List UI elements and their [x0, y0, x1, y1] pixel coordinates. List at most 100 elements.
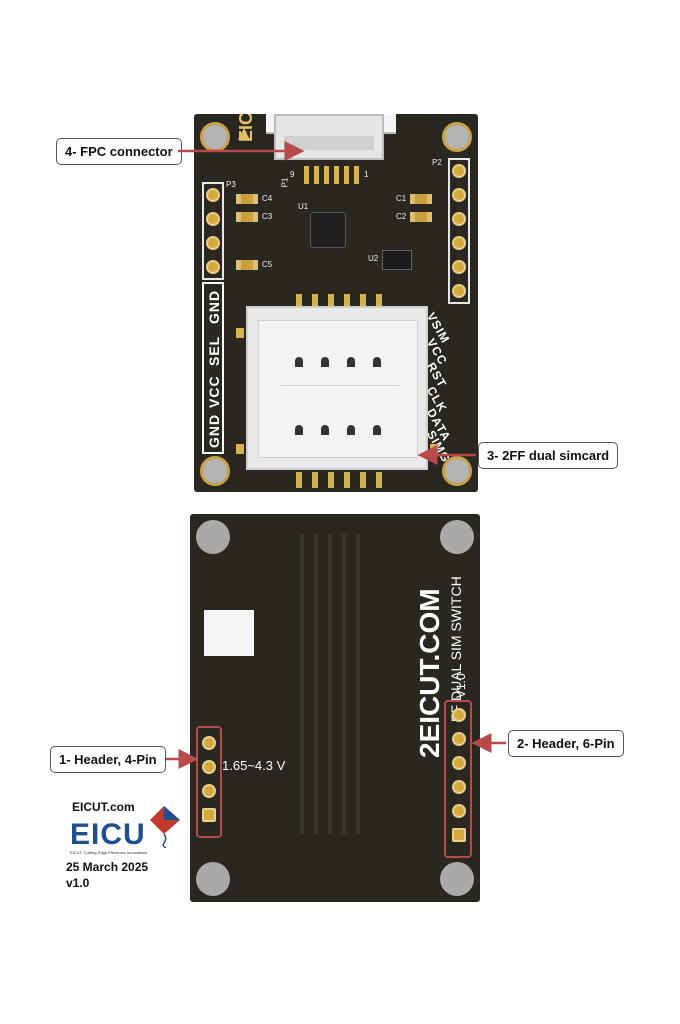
- pcb-trace: [314, 534, 318, 834]
- logo-block: EICUT.com EICU EICUT, Cutting-Edge Elect…: [60, 800, 190, 890]
- designator-c5: C5: [262, 260, 273, 269]
- label-area: [204, 610, 254, 656]
- sim-holder-pin: [312, 294, 318, 310]
- mounting-hole: [440, 862, 474, 896]
- sim-contact-hole: [373, 425, 381, 435]
- capacitor-c4: [236, 194, 258, 204]
- pcb-trace: [342, 534, 346, 834]
- capacitor-c1: [410, 194, 432, 204]
- header-pad: [452, 188, 466, 202]
- pcb-trace: [356, 534, 360, 834]
- sim-holder-pin: [328, 472, 334, 488]
- sim-divider: [281, 385, 399, 386]
- header-pad: [452, 732, 466, 746]
- dual-sim-card-holder: [246, 306, 428, 470]
- header-pad: [452, 260, 466, 274]
- sim-holder-tab: [236, 328, 244, 338]
- sim-holder-pin: [296, 472, 302, 488]
- mounting-hole: [196, 520, 230, 554]
- mounting-hole: [440, 520, 474, 554]
- sim-contact-hole: [347, 357, 355, 367]
- kite-icon: [238, 128, 250, 140]
- designator-u2: U2: [368, 254, 379, 263]
- sim-holder-pin: [312, 472, 318, 488]
- designator-pin1: 1: [364, 170, 369, 179]
- board-bottom-view: 2EICUT.COM FF DUAL SIM SWITCH V1.0 1.65~…: [190, 514, 480, 902]
- fpc-pin: [324, 166, 329, 184]
- header-pad: [206, 236, 220, 250]
- designator-pin9: 9: [290, 170, 295, 179]
- header-pad: [452, 236, 466, 250]
- designator-p2: P2: [432, 158, 442, 167]
- sim-holder-pin: [344, 294, 350, 310]
- designator-c2: C2: [396, 212, 407, 221]
- mounting-hole: [442, 456, 472, 486]
- sim-holder-pin: [344, 472, 350, 488]
- sim-contact-hole: [295, 357, 303, 367]
- sim-holder-tab: [236, 444, 244, 454]
- mounting-hole: [200, 122, 230, 152]
- header-pad: [452, 804, 466, 818]
- header-pad: [206, 212, 220, 226]
- kite-logo-icon: [150, 806, 180, 848]
- fpc-pin: [344, 166, 349, 184]
- header-pad: [206, 188, 220, 202]
- designator-c4: C4: [262, 194, 273, 203]
- ic-u1: [310, 212, 346, 248]
- fpc-pin: [304, 166, 309, 184]
- logo-version: v1.0: [66, 876, 90, 890]
- fpc-slot: [284, 136, 374, 150]
- left-label-box: [202, 282, 224, 454]
- mounting-hole: [200, 456, 230, 486]
- designator-p3: P3: [226, 180, 236, 189]
- header-pad: [452, 164, 466, 178]
- header-pad-square: [202, 808, 216, 822]
- designator-c1: C1: [396, 194, 407, 203]
- header-pad: [452, 756, 466, 770]
- pcb-trace: [300, 534, 304, 834]
- ic-u2: [382, 250, 412, 270]
- board-top-view: EICU 9 1 P1 P3 GND VCC SEL GND C4 C3 C5 …: [194, 114, 478, 492]
- capacitor-c3: [236, 212, 258, 222]
- sim-holder-pin: [360, 472, 366, 488]
- header-pad-square: [452, 828, 466, 842]
- sim-holder-pin: [376, 472, 382, 488]
- sim-contact-hole: [321, 357, 329, 367]
- logo-mark: EICU: [70, 818, 146, 851]
- voltage-range: 1.65~4.3 V: [222, 758, 286, 773]
- logo-date: 25 March 2025: [66, 860, 149, 874]
- sim-holder-inner: [258, 320, 418, 458]
- sim-contact-hole: [295, 425, 303, 435]
- sim-holder-pin: [376, 294, 382, 310]
- pcb-trace: [328, 534, 332, 834]
- mounting-hole: [442, 122, 472, 152]
- callout-header-6pin: 2- Header, 6-Pin: [508, 730, 624, 757]
- callout-header-4pin: 1- Header, 4-Pin: [50, 746, 166, 773]
- callout-simcard: 3- 2FF dual simcard: [478, 442, 619, 469]
- callout-fpc-connector: 4- FPC connector: [56, 138, 182, 165]
- header-6pin-highlight: [444, 700, 472, 858]
- designator-c3: C3: [262, 212, 273, 221]
- sim-holder-pin: [360, 294, 366, 310]
- logo-site: EICUT.com: [72, 800, 135, 814]
- fpc-pin: [314, 166, 319, 184]
- header-pad: [202, 760, 216, 774]
- header-4pin-highlight: [196, 726, 222, 838]
- sim-contact-hole: [321, 425, 329, 435]
- sim-holder-pin: [328, 294, 334, 310]
- header-pad: [452, 284, 466, 298]
- header-pad: [452, 708, 466, 722]
- header-pad: [452, 212, 466, 226]
- fpc-pin: [354, 166, 359, 184]
- fpc-pin: [334, 166, 339, 184]
- header-4pin-top: [202, 182, 224, 280]
- header-pad: [202, 784, 216, 798]
- capacitor-c2: [410, 212, 432, 222]
- sim-contact-hole: [347, 425, 355, 435]
- header-6pin-top: [448, 158, 470, 304]
- capacitor-c5: [236, 260, 258, 270]
- header-pad: [206, 260, 220, 274]
- mounting-hole: [196, 862, 230, 896]
- header-pad: [452, 780, 466, 794]
